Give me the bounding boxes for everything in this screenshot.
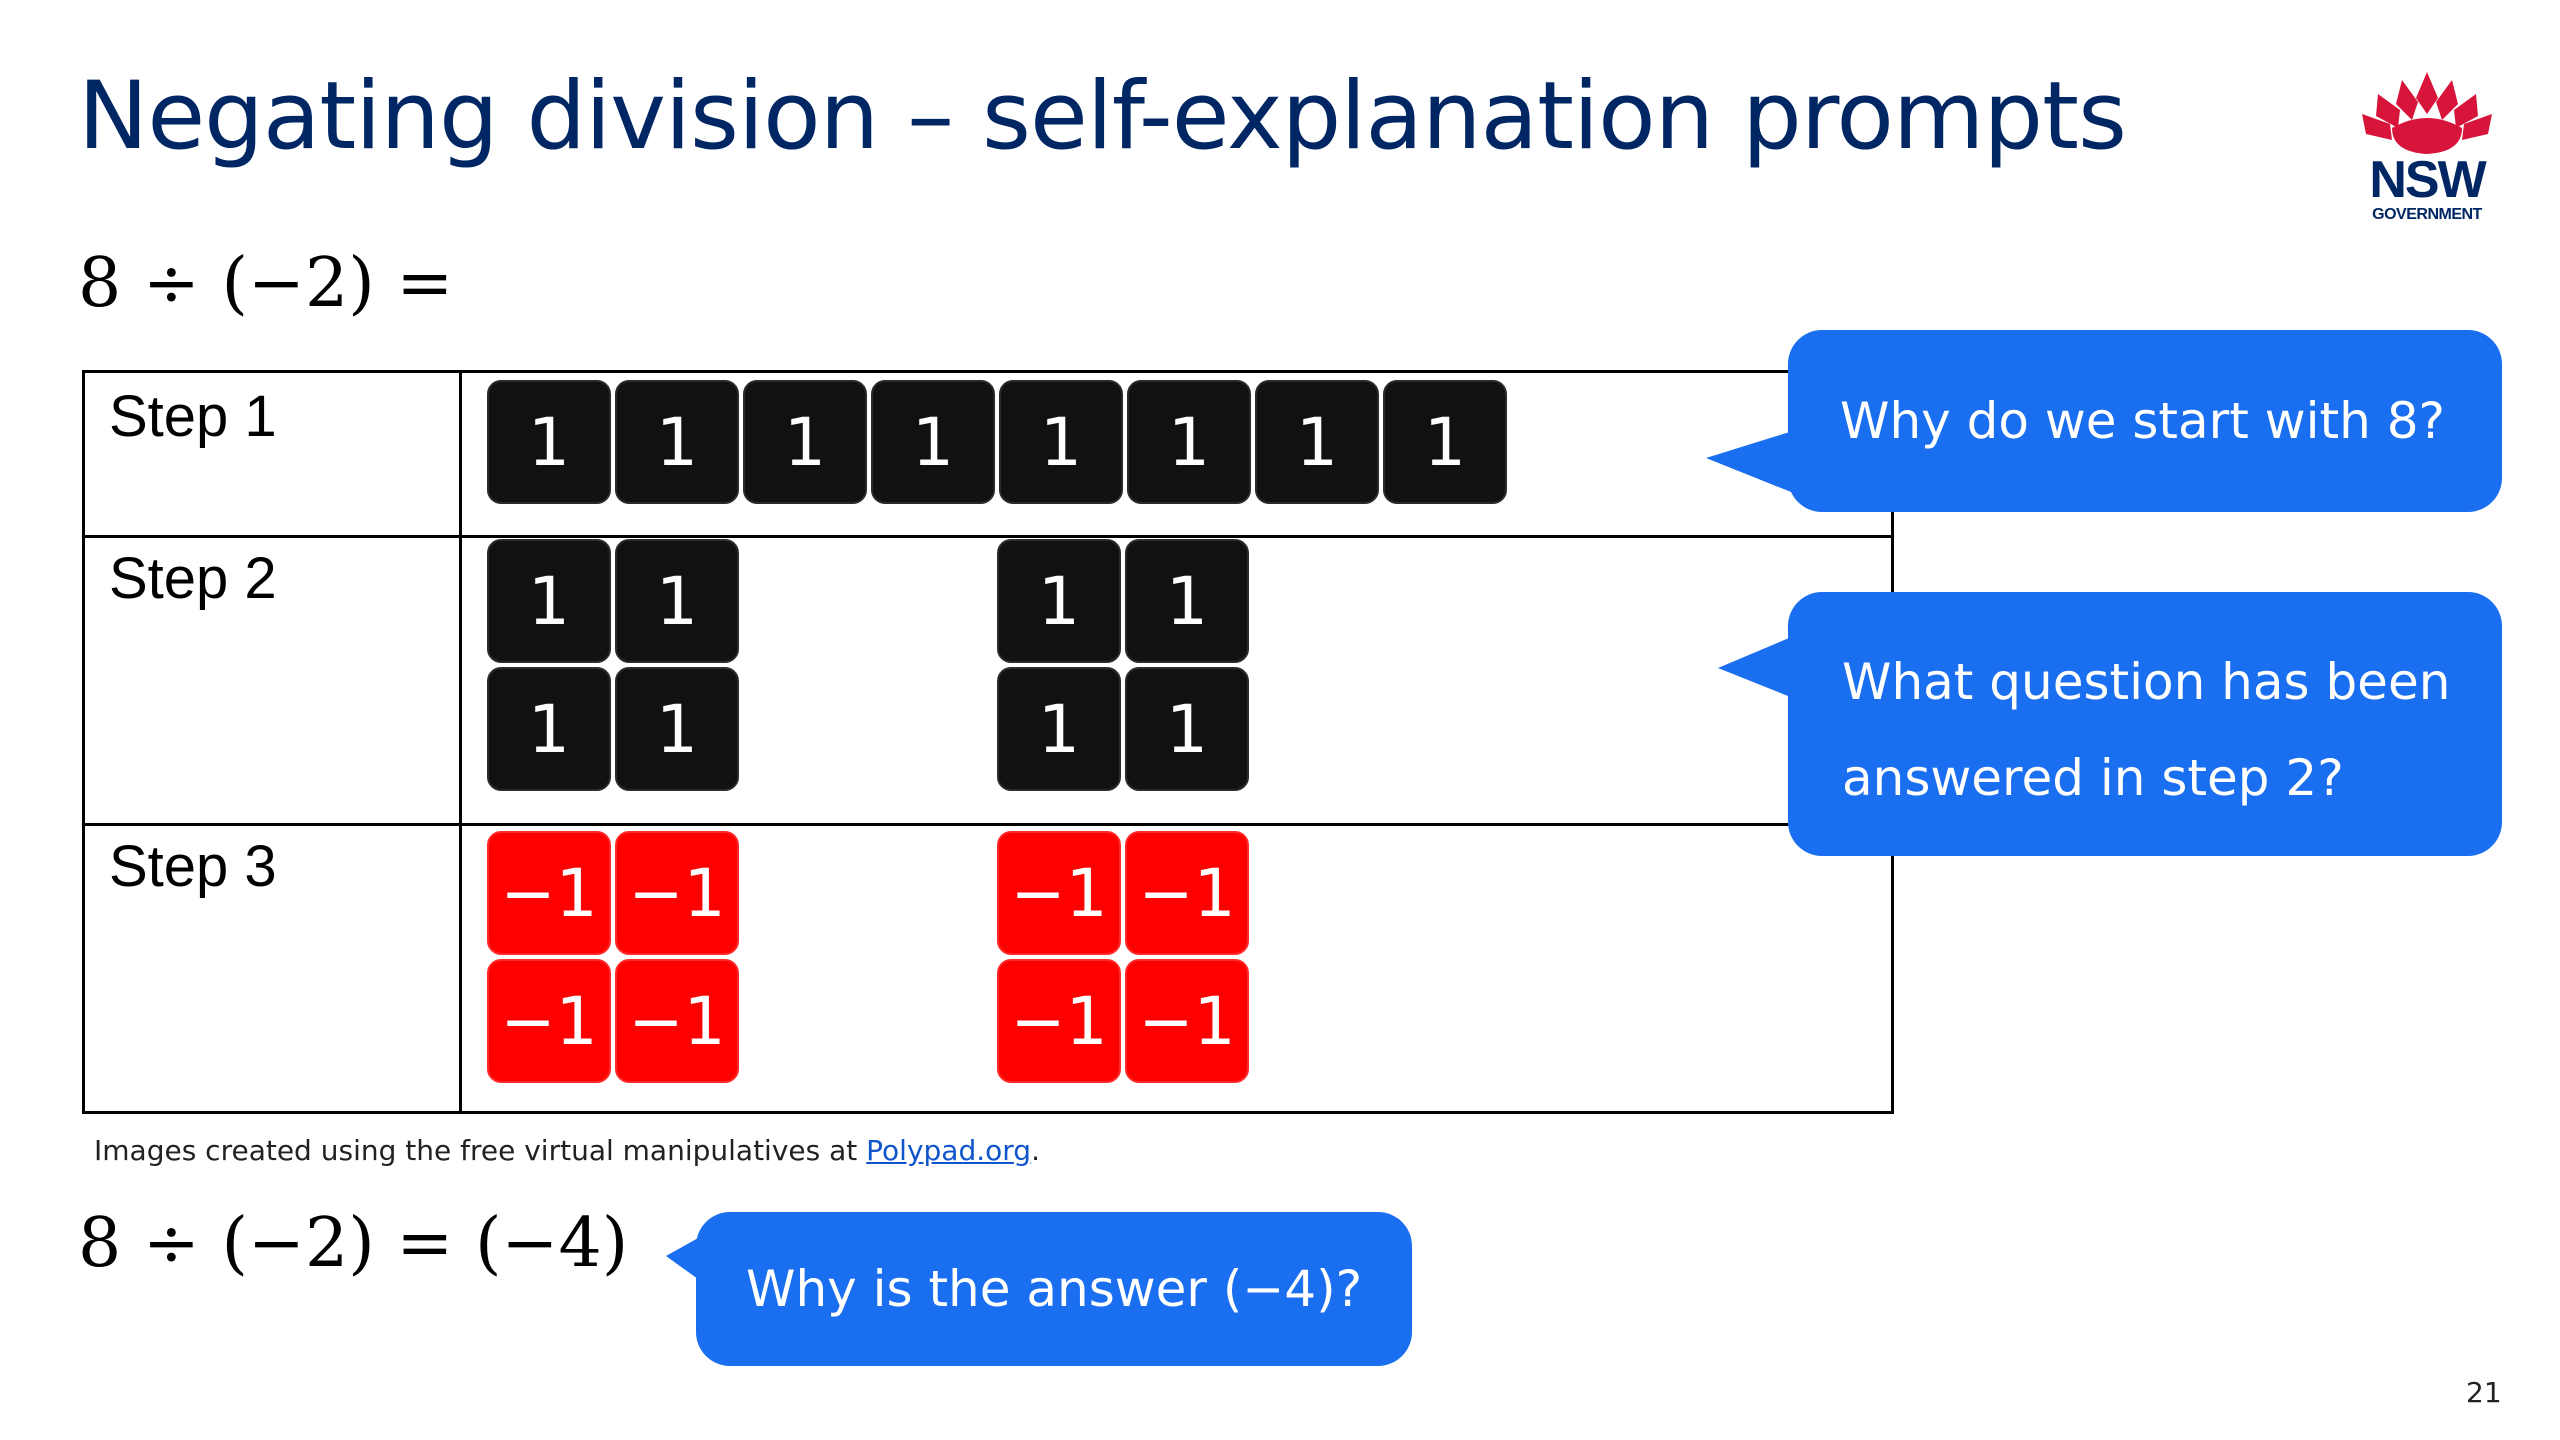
equation-answer: 8 ÷ (−2) = (−4) — [78, 1204, 629, 1283]
unit-tile: 1 — [997, 539, 1121, 663]
speech-bubble-tail — [1718, 630, 1808, 704]
negative-unit-tile: −1 — [997, 831, 1121, 955]
prompt-2-line-2: answered in step 2? — [1842, 749, 2344, 807]
prompt-2-line-1: What question has been — [1842, 653, 2451, 711]
speech-bubble-prompt-3: Why is the answer (−4)? — [696, 1212, 1412, 1366]
speech-bubble-tail — [1706, 430, 1796, 494]
image-credit-caption: Images created using the free virtual ma… — [94, 1134, 1040, 1167]
negative-unit-tile: −1 — [487, 831, 611, 955]
unit-tile: 1 — [615, 667, 739, 791]
unit-tile: 1 — [1127, 380, 1251, 504]
slide-title: Negating division – self-explanation pro… — [78, 62, 2127, 171]
unit-tile: 1 — [871, 380, 995, 504]
caption-suffix: . — [1031, 1134, 1040, 1167]
unit-tile: 1 — [615, 539, 739, 663]
equation-question: 8 ÷ (−2) = — [78, 244, 454, 323]
table-row-divider — [85, 823, 1891, 826]
polypad-link[interactable]: Polypad.org — [866, 1134, 1032, 1167]
unit-tile: 1 — [999, 380, 1123, 504]
step-2-label: Step 2 — [109, 546, 277, 611]
negative-unit-tile: −1 — [487, 959, 611, 1083]
unit-tile: 1 — [487, 380, 611, 504]
caption-prefix: Images created using the free virtual ma… — [94, 1134, 867, 1167]
table-row-divider — [85, 535, 1891, 538]
step-1-label: Step 1 — [109, 384, 277, 449]
negative-unit-tile: −1 — [615, 959, 739, 1083]
unit-tile: 1 — [1383, 380, 1507, 504]
unit-tile: 1 — [1125, 539, 1249, 663]
negative-unit-tile: −1 — [615, 831, 739, 955]
logo-subtitle: GOVERNMENT — [2372, 206, 2482, 223]
page-number: 21 — [2466, 1376, 2502, 1409]
speech-bubble-prompt-1: Why do we start with 8? — [1788, 330, 2502, 512]
unit-tile: 1 — [1125, 667, 1249, 791]
waratah-icon — [2362, 72, 2492, 154]
unit-tile: 1 — [997, 667, 1121, 791]
step-3-label: Step 3 — [109, 834, 277, 899]
unit-tile: 1 — [743, 380, 867, 504]
unit-tile: 1 — [487, 539, 611, 663]
logo-wordmark: NSW — [2369, 151, 2486, 209]
negative-unit-tile: −1 — [997, 959, 1121, 1083]
nsw-government-logo: NSW GOVERNMENT — [2352, 68, 2502, 228]
unit-tile: 1 — [1255, 380, 1379, 504]
prompt-1-text: Why do we start with 8? — [1840, 392, 2446, 450]
negative-unit-tile: −1 — [1125, 959, 1249, 1083]
unit-tile: 1 — [487, 667, 611, 791]
unit-tile: 1 — [615, 380, 739, 504]
table-column-divider — [459, 373, 462, 1111]
steps-table: Step 1 Step 2 Step 3 1 1 1 1 1 1 1 1 1 1… — [82, 370, 1894, 1114]
negative-unit-tile: −1 — [1125, 831, 1249, 955]
speech-bubble-prompt-2: What question has been answered in step … — [1788, 592, 2502, 856]
prompt-3-text: Why is the answer (−4)? — [746, 1260, 1363, 1318]
